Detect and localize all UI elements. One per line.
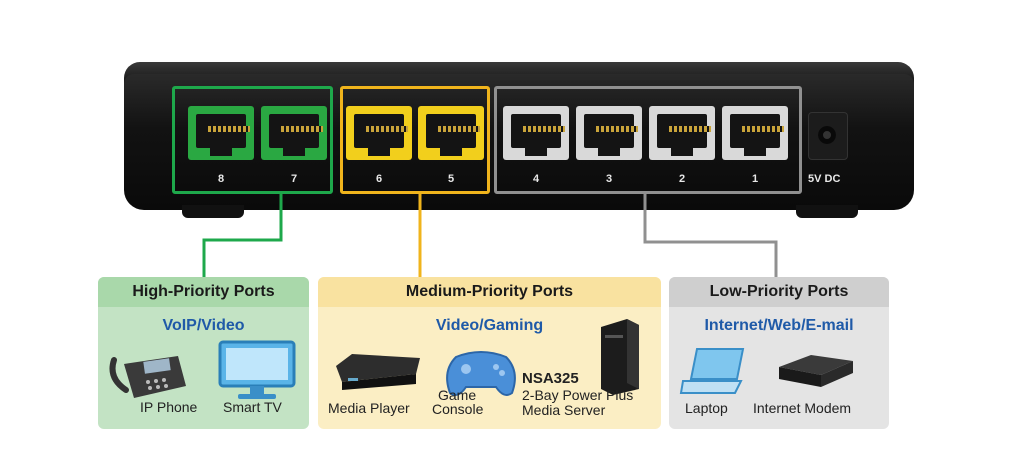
media-player-icon <box>336 354 420 390</box>
medium-priority-group-outline <box>340 86 490 194</box>
device-label-internet-modem: Internet Modem <box>753 400 852 416</box>
medium-priority-panel: Medium-Priority Ports Video/Gaming Media… <box>318 277 661 429</box>
device-label-media-player: Media Player <box>328 400 410 416</box>
nas-server-icon <box>601 319 639 395</box>
high-connector-line <box>202 194 283 278</box>
port-label-4: 4 <box>532 173 540 185</box>
switch-foot-left <box>182 205 244 218</box>
low-connector-line <box>643 194 778 278</box>
port-label-5: 5 <box>447 173 455 185</box>
high-priority-panel: High-Priority Ports VoIP/Video IP Phone … <box>98 277 309 429</box>
port-4 <box>503 106 569 160</box>
port-label-1: 1 <box>751 173 759 185</box>
high-priority-group-outline <box>172 86 333 194</box>
medium-priority-subtitle: Video/Gaming <box>435 317 544 334</box>
smart-tv-icon <box>218 340 296 399</box>
medium-priority-title: Medium-Priority Ports <box>318 277 661 307</box>
port-1 <box>722 106 788 160</box>
nas-description-line1: 2-Bay Power Plus <box>522 387 634 403</box>
high-priority-subtitle: VoIP/Video <box>162 317 245 334</box>
device-label-console: Console <box>432 401 484 417</box>
internet-modem-icon <box>779 355 853 387</box>
low-priority-title: Low-Priority Ports <box>669 277 889 307</box>
device-label-smart-tv: Smart TV <box>223 399 282 415</box>
nas-model-label: NSA325 <box>522 370 579 387</box>
port-label-6: 6 <box>375 173 383 185</box>
port-8 <box>188 106 254 160</box>
power-label: 5V DC <box>808 173 841 185</box>
port-7 <box>261 106 327 160</box>
low-priority-panel: Low-Priority Ports Internet/Web/E-mail L… <box>669 277 889 429</box>
device-label-laptop: Laptop <box>685 400 728 416</box>
ip-phone-icon <box>109 356 186 398</box>
port-3 <box>576 106 642 160</box>
nas-description-line2: Media Server <box>522 402 606 418</box>
low-priority-subtitle: Internet/Web/E-mail <box>704 317 854 334</box>
port-label-2: 2 <box>678 173 686 185</box>
low-priority-group-outline <box>494 86 802 194</box>
port-label-7: 7 <box>290 173 298 185</box>
laptop-icon <box>679 348 745 394</box>
power-jack <box>808 112 848 160</box>
port-label-8: 8 <box>217 173 225 185</box>
game-controller-icon <box>446 351 516 396</box>
port-2 <box>649 106 715 160</box>
port-label-3: 3 <box>605 173 613 185</box>
port-5 <box>418 106 484 160</box>
device-label-ip-phone: IP Phone <box>140 399 198 415</box>
switch-foot-right <box>796 205 858 218</box>
device-label-game: Game <box>438 387 477 403</box>
port-6 <box>346 106 412 160</box>
high-priority-title: High-Priority Ports <box>98 277 309 307</box>
